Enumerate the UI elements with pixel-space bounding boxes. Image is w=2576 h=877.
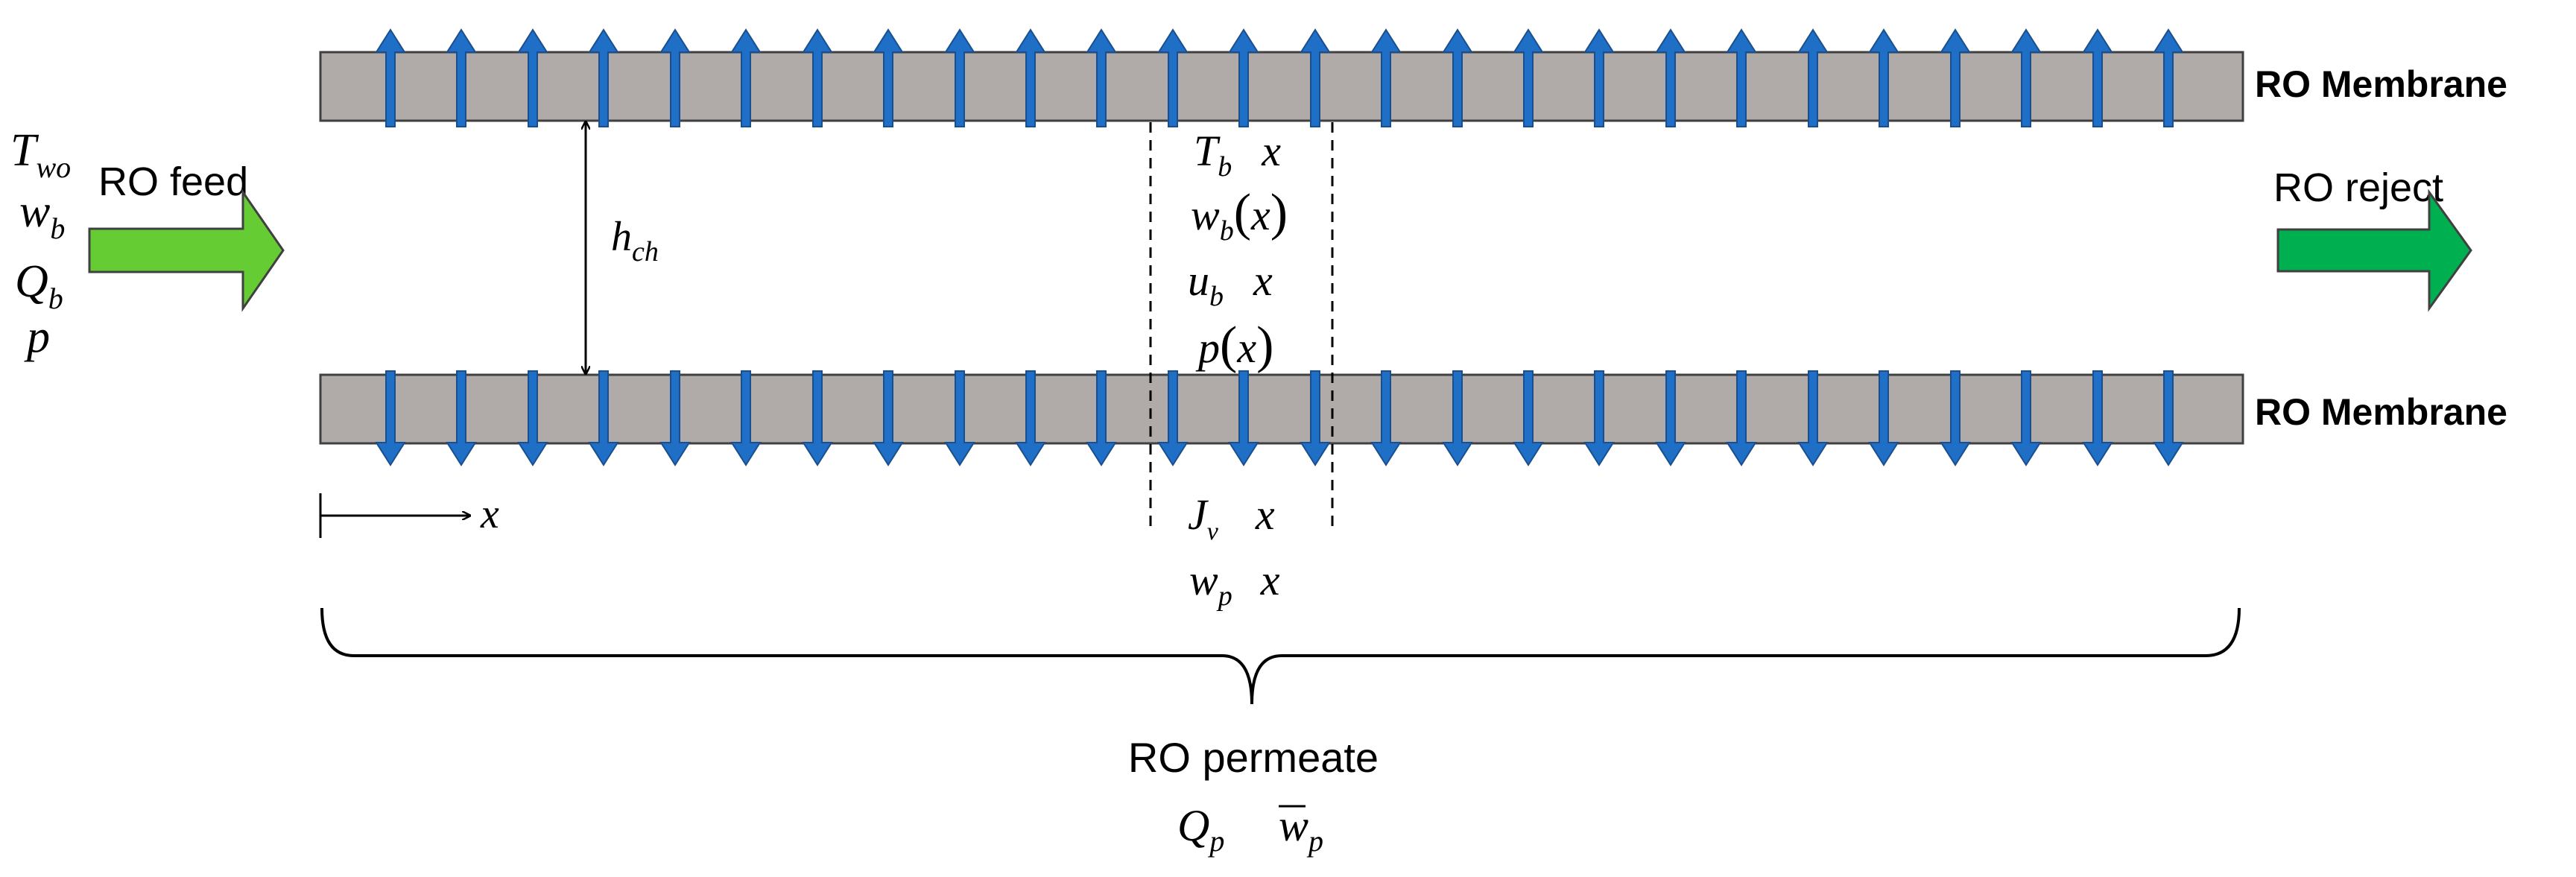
membrane-label-bottom: RO Membrane [2255, 391, 2507, 433]
flux-arrow-up [1015, 28, 1046, 127]
flux-arrow-up [1086, 28, 1117, 127]
flux-arrow-up [2153, 28, 2184, 127]
membrane-label-top: RO Membrane [2255, 63, 2507, 105]
inlet-pressure: p [24, 311, 50, 362]
permeate-flux-arrows-bottom [375, 370, 2184, 466]
flux-arrow-down [375, 370, 406, 466]
x-axis-indicator: x [319, 491, 499, 538]
flux-arrow-down [1370, 370, 1402, 466]
flux-arrow-down [802, 370, 833, 466]
flux-arrow-down [2153, 370, 2184, 466]
reject-label: RO reject [2273, 165, 2443, 210]
flux-arrow-up [659, 28, 691, 127]
inlet-flowrate: Qb [15, 256, 63, 315]
reject-arrow [2276, 189, 2472, 312]
flux-arrow-up [1300, 28, 1331, 127]
flux-arrow-up [1583, 28, 1615, 127]
flux-arrow-down [1086, 370, 1117, 466]
flux-arrow-down [1015, 370, 1046, 466]
flux-arrow-down [730, 370, 762, 466]
flux-arrow-down [588, 370, 619, 466]
flux-arrow-up [1157, 28, 1189, 127]
flux-arrow-down [517, 370, 548, 466]
inlet-variables: Two wb Qb p [10, 125, 71, 362]
channel-height-label: hch [611, 214, 659, 267]
flux-arrow-down [1940, 370, 1971, 466]
flux-arrow-up [588, 28, 619, 127]
inlet-temperature: Two [10, 125, 71, 184]
flux-arrow-up [1655, 28, 1686, 127]
flux-arrow-down [1228, 370, 1259, 466]
flux-arrow-up [1442, 28, 1473, 127]
flux-arrow-down [1726, 370, 1757, 466]
inlet-salinity: wb [19, 186, 65, 245]
flux-arrow-down [2010, 370, 2042, 466]
flux-arrow-down [873, 370, 904, 466]
flux-arrow-down [1583, 370, 1615, 466]
flux-arrow-down [1655, 370, 1686, 466]
flux-arrow-down [1442, 370, 1473, 466]
flux-arrow-down [2082, 370, 2113, 466]
permeate-average-salinity: wp [1279, 801, 1323, 858]
flux-arrow-up [1370, 28, 1402, 127]
flux-arrow-down [1300, 370, 1331, 466]
bulk-salinity: wb(x) [1191, 184, 1288, 247]
flux-arrow-up [1868, 28, 1899, 127]
flux-arrow-up [2082, 28, 2113, 127]
flux-arrow-up [1797, 28, 1829, 127]
flux-arrow-up [1940, 28, 1971, 127]
permeate-flowrate: Qp [1177, 801, 1224, 858]
flux-arrow-up [1228, 28, 1259, 127]
local-pressure: p(x) [1195, 317, 1273, 374]
flux-arrow-up [873, 28, 904, 127]
flux-arrow-up [1726, 28, 1757, 127]
flux-arrow-up [944, 28, 975, 127]
bottom-membrane [319, 373, 2244, 445]
flux-arrow-down [446, 370, 477, 466]
flux-arrow-down [1157, 370, 1189, 466]
flux-arrow-up [802, 28, 833, 127]
flux-arrow-down [1797, 370, 1829, 466]
top-membrane [319, 51, 2244, 122]
flux-arrow-up [375, 28, 406, 127]
permeate-brace [320, 607, 2241, 705]
flux-arrow-down [944, 370, 975, 466]
flux-arrow-up [730, 28, 762, 127]
flux-arrow-down [659, 370, 691, 466]
flux-arrow-down [1513, 370, 1544, 466]
feed-label: RO feed [98, 159, 248, 204]
flux-arrow-up [517, 28, 548, 127]
permeate-flux-arrows-top [375, 28, 2184, 127]
flux-arrow-up [446, 28, 477, 127]
flux-arrow-up [1513, 28, 1544, 127]
x-axis-label: x [480, 491, 499, 537]
flux-arrow-down [1868, 370, 1899, 466]
permeate-label: RO permeate [1128, 734, 1379, 781]
feed-arrow [88, 189, 285, 312]
svg-text:wp: wp [1279, 801, 1323, 858]
flux-arrow-up [2010, 28, 2042, 127]
